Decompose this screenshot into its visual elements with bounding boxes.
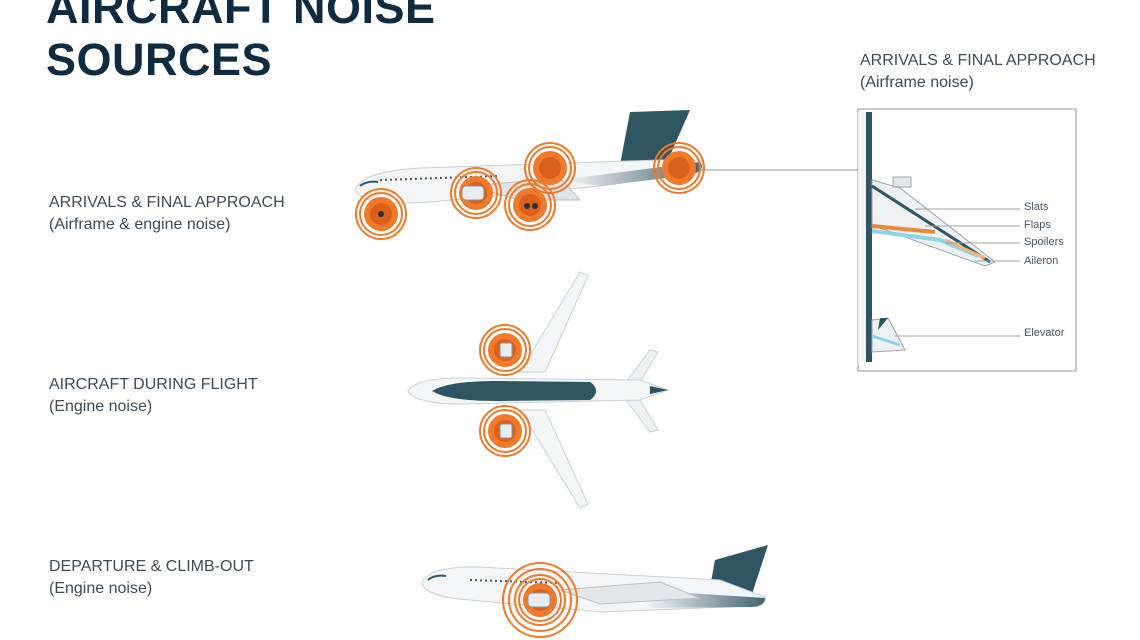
arrivals-tail-fin (620, 110, 690, 165)
detail-flap (871, 224, 936, 234)
flight-upper-wing (519, 271, 589, 373)
label-detail: ARRIVALS & FINAL APPROACH (Airframe nois… (860, 50, 1096, 94)
label-arrivals: ARRIVALS & FINAL APPROACH (Airframe & en… (49, 192, 285, 236)
label-detail-heading: ARRIVALS & FINAL APPROACH (860, 52, 1096, 69)
page-title: AIRCRAFT NOISE SOURCES (46, 0, 436, 86)
label-arrivals-heading: ARRIVALS & FINAL APPROACH (49, 194, 285, 211)
callout-spoilers: Spoilers (1024, 236, 1064, 248)
title-line-1: AIRCRAFT NOISE (46, 0, 436, 33)
aircraft-flight (407, 271, 670, 509)
callout-elevator: Elevator (1024, 327, 1065, 339)
callout-aileron: Aileron (1024, 255, 1058, 267)
detail-panel: Slats Flaps Spoilers Aileron Elevator (857, 108, 1077, 372)
aircraft-departure (421, 545, 768, 638)
label-arrivals-sub: (Airframe & engine noise) (49, 216, 231, 233)
title-line-2: SOURCES (46, 34, 273, 85)
callout-flaps: Flaps (1024, 219, 1051, 231)
label-departure-sub: (Engine noise) (49, 580, 153, 597)
label-flight-heading: AIRCRAFT DURING FLIGHT (49, 376, 258, 393)
label-departure-heading: DEPARTURE & CLIMB-OUT (49, 558, 254, 575)
aircraft-arrivals (354, 110, 705, 240)
callout-slats: Slats (1024, 201, 1049, 213)
label-departure: DEPARTURE & CLIMB-OUT (Engine noise) (49, 556, 254, 600)
label-flight: AIRCRAFT DURING FLIGHT (Engine noise) (49, 374, 258, 418)
flight-lower-wing (519, 409, 589, 509)
label-detail-sub: (Airframe noise) (860, 74, 974, 91)
label-flight-sub: (Engine noise) (49, 398, 153, 415)
